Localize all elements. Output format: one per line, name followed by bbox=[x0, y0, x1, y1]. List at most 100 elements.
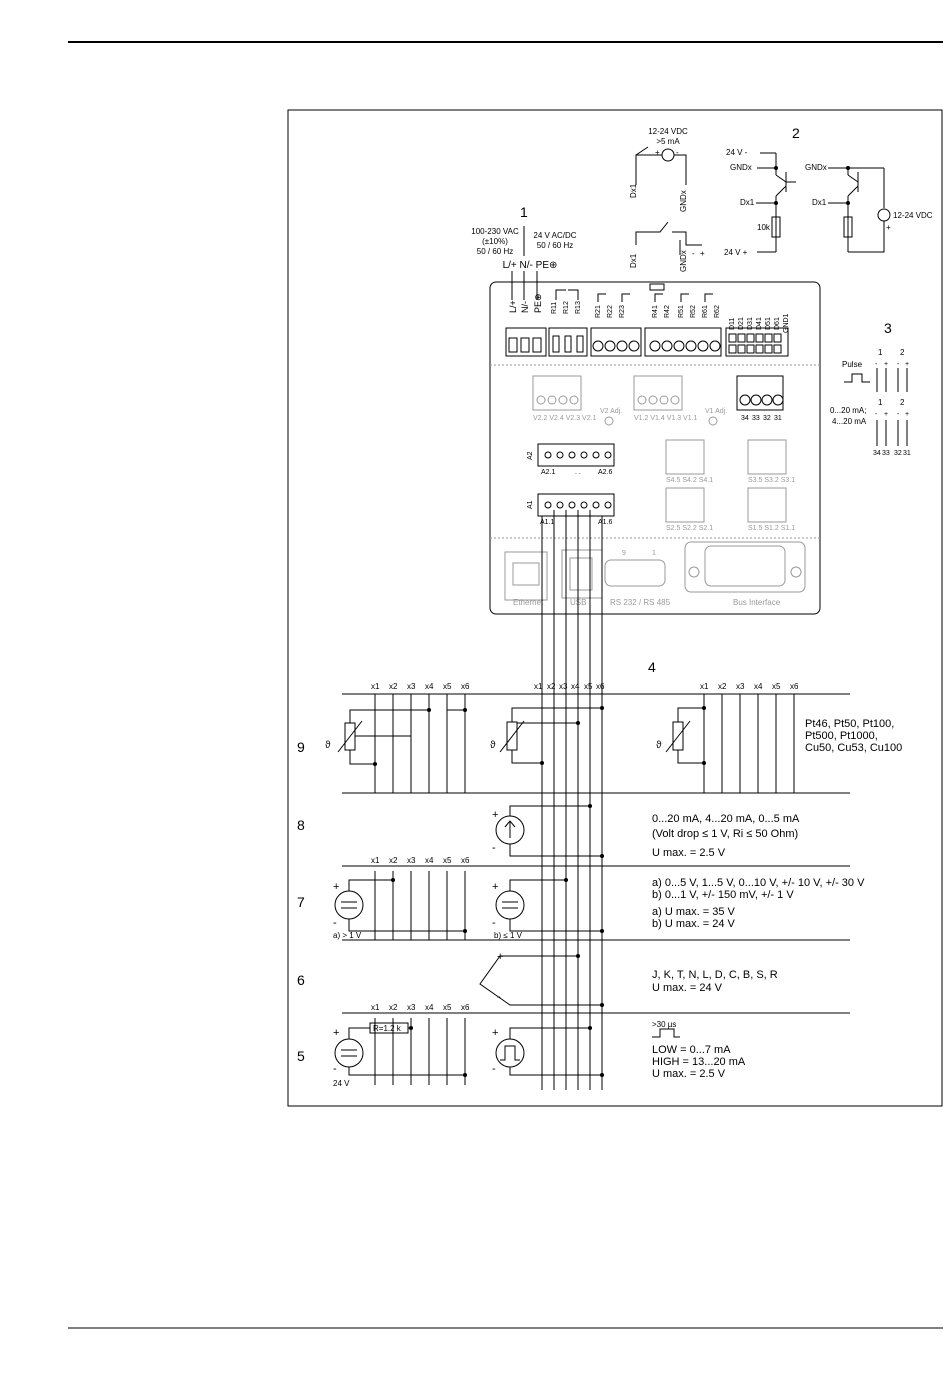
voltage-text-1: a) 0...5 V, 1...5 V, 0...10 V, +/- 10 V,… bbox=[652, 877, 865, 889]
svg-text:-: - bbox=[497, 991, 501, 1003]
relay-r52: R52 bbox=[690, 305, 697, 318]
relay-r62: R62 bbox=[714, 305, 721, 318]
term-31-34 bbox=[736, 375, 784, 411]
svg-text:31: 31 bbox=[774, 415, 782, 422]
svg-text:A1.1: A1.1 bbox=[540, 519, 555, 526]
svg-text:. .: . . bbox=[575, 469, 581, 476]
src2-label: 12-24 VDC bbox=[893, 211, 933, 220]
svg-text:2: 2 bbox=[900, 398, 905, 407]
svg-text:-: - bbox=[333, 1063, 337, 1075]
row-8-current: + - 0...20 mA, 4...20 mA, 0...5 mA (Volt… bbox=[492, 804, 800, 859]
digital-input-circuits: 12-24 VDC >5 mA + - Dx1 GNDx Dx1 GNDx - … bbox=[629, 127, 933, 272]
src1-label-1: 12-24 VDC bbox=[648, 127, 688, 136]
ma-label-1: 0...20 mA; bbox=[830, 406, 866, 415]
rtd-text-3: Cu50, Cu53, Cu100 bbox=[805, 742, 902, 754]
usb-port bbox=[561, 549, 603, 599]
svg-text:-: - bbox=[492, 1063, 496, 1075]
dig-d61: D61 bbox=[774, 317, 781, 330]
resistor-10k bbox=[771, 216, 781, 238]
relay-r21: R21 bbox=[595, 305, 602, 318]
svg-text:x6: x6 bbox=[461, 682, 470, 691]
svg-text:x5: x5 bbox=[443, 856, 452, 865]
v1-labels: V1.2 V1.4 V1.3 V1.1 bbox=[634, 415, 698, 422]
svg-text:31: 31 bbox=[903, 450, 911, 457]
ethernet-label: Ethernet bbox=[513, 598, 544, 607]
svg-text:x4: x4 bbox=[425, 682, 434, 691]
freq-text-2: HIGH = 13...20 mA bbox=[652, 1056, 746, 1068]
svg-text:9: 9 bbox=[622, 550, 626, 557]
bus-label: Bus Interface bbox=[733, 598, 781, 607]
ac-line-3: 50 / 60 Hz bbox=[477, 247, 513, 256]
relay-r42: R42 bbox=[664, 305, 671, 318]
current-text-3: U max. = 2.5 V bbox=[652, 847, 726, 859]
svg-text:+: + bbox=[655, 148, 660, 157]
current-text-2: (Volt drop ≤ 1 V, Ri ≤ 50 Ohm) bbox=[652, 828, 798, 840]
svg-text:x3: x3 bbox=[736, 682, 745, 691]
row-separators bbox=[342, 693, 850, 1014]
gndx-b: GNDx bbox=[679, 250, 688, 272]
svg-text:-: - bbox=[875, 361, 878, 368]
svg-text:34: 34 bbox=[873, 450, 881, 457]
relay-r41: R41 bbox=[652, 305, 659, 318]
relay-r51: R51 bbox=[678, 305, 685, 318]
svg-text:x1: x1 bbox=[371, 1003, 380, 1012]
freq-text-3: U max. = 2.5 V bbox=[652, 1068, 726, 1080]
svg-text:-: - bbox=[875, 411, 878, 418]
svg-text:x1: x1 bbox=[534, 682, 543, 691]
src1-label-2: >5 mA bbox=[656, 137, 680, 146]
relay-r61: R61 bbox=[702, 305, 709, 318]
svg-text:-: - bbox=[897, 361, 900, 368]
ac-line-2: (±10%) bbox=[482, 237, 508, 246]
dx1-d: Dx1 bbox=[812, 198, 827, 207]
v2-labels: V2.2 V2.4 V2.3 V2.1 bbox=[533, 415, 597, 422]
dx1-a: Dx1 bbox=[629, 183, 638, 198]
dig-d31: D31 bbox=[747, 317, 754, 330]
device-outline bbox=[489, 281, 821, 615]
dx1-c: Dx1 bbox=[740, 198, 755, 207]
callout-5: 5 bbox=[297, 1048, 305, 1064]
svg-text:ϑ: ϑ bbox=[490, 740, 496, 751]
plus24: 24 V + bbox=[724, 248, 748, 257]
svg-text:x1: x1 bbox=[371, 682, 380, 691]
callout-4: 4 bbox=[648, 659, 656, 675]
callout-3: 3 bbox=[884, 320, 892, 336]
left-column-wires bbox=[374, 694, 795, 1085]
term-n: N/- bbox=[520, 301, 530, 313]
svg-text:x6: x6 bbox=[790, 682, 799, 691]
tc-text-1: J, K, T, N, L, D, C, B, S, R bbox=[652, 969, 778, 981]
svg-text:x4: x4 bbox=[425, 1003, 434, 1012]
svg-text:1: 1 bbox=[878, 398, 883, 407]
svg-text:+: + bbox=[886, 223, 891, 232]
src1-symbol bbox=[661, 148, 675, 162]
callout-9: 9 bbox=[297, 739, 305, 755]
svg-text:32: 32 bbox=[894, 450, 902, 457]
gndx-d: GNDx bbox=[805, 163, 827, 172]
relay-r13: R13 bbox=[575, 301, 582, 314]
svg-text:x6: x6 bbox=[461, 856, 470, 865]
a1-wires bbox=[541, 510, 603, 1090]
voltage-text-4: b) U max. = 24 V bbox=[652, 918, 736, 930]
svg-text:-: - bbox=[897, 411, 900, 418]
gndx-a: GNDx bbox=[679, 190, 688, 212]
rs-label: RS 232 / RS 485 bbox=[610, 598, 671, 607]
voltage-a-tag: a) > 1 V bbox=[333, 931, 362, 940]
rtd-text-1: Pt46, Pt50, Pt100, bbox=[805, 718, 894, 730]
svg-text:x4: x4 bbox=[425, 856, 434, 865]
relay-r11: R11 bbox=[551, 302, 558, 314]
svg-text:x3: x3 bbox=[407, 682, 416, 691]
svg-text:x4: x4 bbox=[754, 682, 763, 691]
dig-d51: D51 bbox=[765, 317, 772, 330]
svg-text:x1: x1 bbox=[371, 856, 380, 865]
svg-text:-: - bbox=[676, 148, 679, 157]
pulse-24v: 24 V bbox=[333, 1079, 350, 1088]
relay-r22: R22 bbox=[607, 305, 614, 318]
svg-text:x6: x6 bbox=[596, 682, 605, 691]
voltage-b-tag: b) ≤ 1 V bbox=[494, 931, 523, 940]
svg-text:x5: x5 bbox=[584, 682, 593, 691]
svg-text:10k: 10k bbox=[757, 223, 771, 232]
tc-text-2: U max. = 24 V bbox=[652, 982, 723, 994]
current-text-1: 0...20 mA, 4...20 mA, 0...5 mA bbox=[652, 813, 800, 825]
svg-text:+: + bbox=[333, 1027, 339, 1039]
svg-text:+: + bbox=[333, 881, 339, 893]
